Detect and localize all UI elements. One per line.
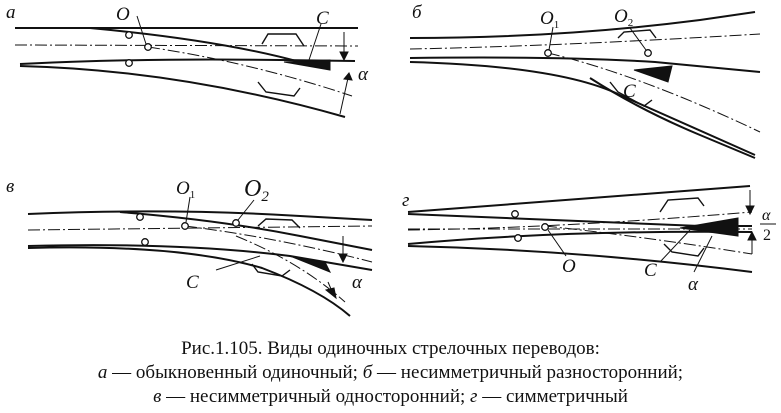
figure-caption-line-2: а — обыкновенный одиночный; б — несиммет… [0,362,781,384]
panel-a-letter: а [6,2,16,23]
panel-a-point-2 [125,59,133,67]
panel-a-diverging-rail-1 [89,27,301,63]
panel-g-label-alpha: α [688,274,699,295]
panel-a-angle-arrow-bottom [339,77,349,115]
panel-a-axis-straight [14,44,359,47]
panel-v-axis-2 [184,225,373,263]
caption-part: б [362,362,373,383]
panel-g-leader-alpha [693,235,713,273]
panel-v-arrowhead-2 [324,287,337,300]
caption-part: — симметричный [477,386,628,407]
panel-a-diverging-rail-2 [19,65,346,118]
panel-a-arrowhead-2 [343,72,353,81]
panel-a-arrowhead-1 [339,51,349,62]
panel-v-point-O1 [181,222,189,230]
panel-v: в O1 O2 C α [6,176,373,317]
panel-a-bracket-2 [257,81,301,97]
panel-b-axis-1 [409,33,761,50]
panel-b-rail-upper-mid [409,56,761,73]
panel-g-point-1 [511,210,519,218]
panel-g-rail-lower-mid [407,230,753,245]
panel-v-label-C: C [186,272,199,293]
caption-part: — несимметричный односторонний; [161,386,471,407]
panel-g-rail-bottom [407,245,753,273]
panel-g-label-C: C [644,260,657,281]
panel-v-frog [289,255,332,273]
panel-g-rail-top [407,185,751,213]
panel-g-arrowhead-1 [745,205,755,216]
caption-part: г [470,386,478,407]
panel-g: г O C α α 2 [402,185,776,295]
panel-g-leader-C [659,229,691,263]
panel-g-bracket-1 [659,197,705,213]
panel-b-label-O2: O2 [614,6,633,29]
panel-g-arrowhead-2 [747,230,757,241]
caption-part: в [153,386,162,407]
panel-g-leader-O [547,229,567,257]
panel-v-rail-bottom [27,246,351,317]
panel-v-axis-1 [27,225,373,231]
panel-v-axis-3 [235,235,346,303]
panel-a-axis-diverging [147,46,353,97]
panel-b-bracket-1 [617,29,657,39]
panel-a-label-C: C [316,8,329,29]
panel-v-rail-top [27,210,373,221]
panel-b-label-C: C [623,81,636,102]
panel-v-arrowhead-1 [338,253,348,264]
panel-a-leader-O [136,15,147,45]
panel-b-bracket-2 [609,81,653,107]
panel-b-axis-2 [547,52,761,133]
panel-b: б O1 O2 C [409,2,761,159]
panel-g-label-frac-num: α [762,207,771,224]
panel-b-frog [633,65,673,83]
panel-v-rail-third [27,244,373,271]
panel-b-point-O1 [544,49,552,57]
panel-v-leader-O2 [237,199,255,221]
panel-v-letter: в [6,176,14,197]
panel-v-bracket-1 [257,218,301,229]
panel-g-rail-upper-mid [407,213,752,227]
panel-a-point-1 [125,31,133,39]
panel-b-rail-lower-mid [409,61,756,156]
turnout-diagrams: а O C α б [6,2,776,317]
panel-b-point-O2 [644,49,652,57]
panel-v-leader-C [215,255,261,271]
panel-g-label-O: O [562,256,576,277]
panel-b-label-O1: O1 [540,8,559,31]
panel-v-leader-O1 [185,196,191,223]
panel-v-label-O1: O1 [176,178,195,201]
panel-b-letter: б [412,2,423,23]
panel-g-frog [679,217,739,237]
panel-b-leader-O2 [629,27,647,51]
figure-caption-line-3: в — несимметричный односторонний; г — си… [0,386,781,408]
panel-v-bracket-2 [251,263,291,277]
panel-b-rail-top [409,11,756,39]
panel-v-point-1 [136,213,144,221]
panel-a: а O C α [6,2,369,118]
panel-v-point-O2 [232,219,240,227]
panel-a-leader-C [308,23,322,61]
panel-a-label-alpha: α [358,64,369,85]
panel-g-label-frac-den: 2 [763,227,771,244]
panel-a-frog [283,59,331,71]
caption-part: — несимметричный разносторонний; [372,362,684,383]
panel-g-letter: г [402,190,409,211]
panel-g-point-O [541,223,549,231]
panel-g-bracket-2 [663,243,705,257]
panel-a-point-O [144,43,152,51]
panel-g-point-2 [514,234,522,242]
panel-a-label-O: O [116,4,130,25]
panel-a-straight-rail-bottom [19,58,356,65]
panel-b-leader-O1 [548,26,554,51]
caption-part: а [97,362,108,383]
panel-v-point-2 [141,238,149,246]
caption-part: — обыкновенный одиночный; [107,362,363,383]
panel-v-label-alpha: α [352,272,363,293]
panel-v-label-O2: O2 [244,176,269,205]
figure-caption-title: Рис.1.105. Виды одиночных стрелочных пер… [181,338,600,359]
panel-b-rail-bottom [589,77,756,159]
panel-v-rail-second [119,211,373,251]
panel-a-bracket-1 [261,33,305,47]
